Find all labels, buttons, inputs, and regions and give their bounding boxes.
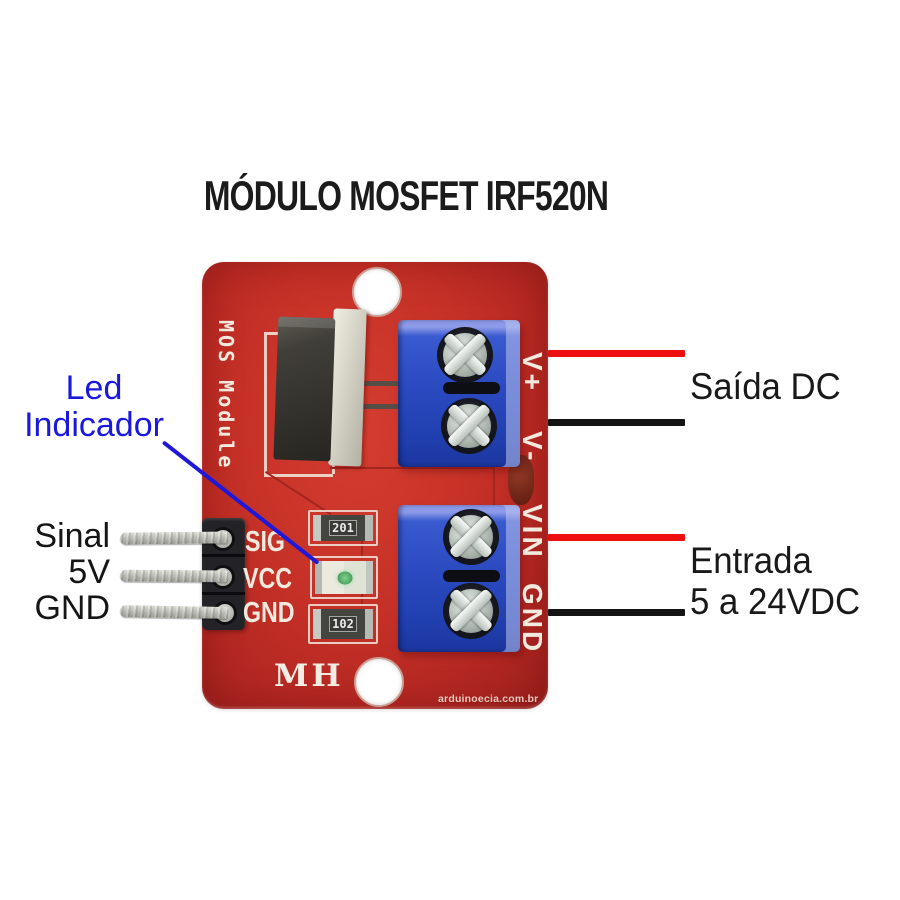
- pin-header-notch: [202, 554, 245, 557]
- resistor-body: 201: [313, 515, 373, 541]
- pin-annotation-sinal: Sinal: [34, 517, 110, 555]
- led-label-line2: Indicador: [24, 406, 164, 444]
- terminal-label-vplus: V+: [517, 352, 548, 394]
- header-pin-sinal: [119, 531, 229, 545]
- terminal-screw-gnd: [443, 583, 499, 639]
- wire-output-positive: [548, 350, 685, 357]
- screw-head: [449, 589, 493, 633]
- mosfet-lead: [360, 404, 400, 409]
- board-brand: MH: [274, 658, 344, 694]
- terminal-label-vminus: V-: [517, 430, 548, 464]
- terminal-screw-vminus: [441, 398, 497, 454]
- header-pin-5v: [119, 569, 229, 583]
- led-indicator-label: Led Indicador: [10, 370, 178, 444]
- led-label-line1: Led: [65, 369, 123, 407]
- terminal-slot: [443, 382, 500, 394]
- led-green-dot: [337, 571, 353, 584]
- watermark: arduinoecia.com.br: [438, 693, 539, 705]
- led-indicator-component: [310, 556, 378, 599]
- terminal-label-vin: VIN: [517, 504, 548, 560]
- wire-input-negative: [548, 609, 685, 616]
- terminal-slot: [443, 570, 500, 582]
- input-label: Entrada 5 a 24VDC: [690, 540, 860, 622]
- terminal-label-gnd: GND: [517, 583, 548, 655]
- mosfet-body: [273, 316, 336, 462]
- pcb-trace: [361, 541, 363, 558]
- terminal-block-output: [398, 320, 520, 467]
- pcb-trace: [264, 471, 332, 516]
- output-label: Saída DC: [690, 366, 841, 407]
- page-title: MÓDULO MOSFET IRF520N: [140, 172, 652, 220]
- mounting-hole-bottom: [354, 657, 404, 707]
- terminal-screw-vplus: [437, 327, 493, 383]
- led-body: [315, 561, 373, 594]
- resistor-body: 102: [313, 609, 373, 639]
- mosfet-irf520n: [273, 307, 367, 467]
- wire-output-negative: [548, 419, 685, 426]
- pcb-board: MOS Module V+ V- VIN GND SIG VCC GND: [202, 262, 548, 709]
- pin-annotation-5v: 5V: [68, 553, 110, 591]
- resistor-code: 102: [329, 616, 357, 632]
- input-label-line2: 5 a 24VDC: [690, 581, 861, 622]
- page-title-text: MÓDULO MOSFET IRF520N: [203, 172, 609, 219]
- resistor-top: 201: [308, 510, 378, 546]
- mosfet-lead: [360, 381, 400, 386]
- screw-head: [443, 333, 487, 377]
- header-pin-gnd: [119, 605, 229, 619]
- silk-label-vcc: VCC: [243, 563, 292, 595]
- pcb-trace: [330, 467, 495, 469]
- board-side-silkscreen: MOS Module: [214, 320, 238, 471]
- terminal-screw-vin: [443, 509, 499, 565]
- pin-header-notch: [202, 592, 245, 595]
- terminal-block-input: [398, 505, 520, 652]
- screw-head: [447, 404, 491, 448]
- input-label-line1: Entrada: [690, 540, 812, 581]
- pcb-trace: [493, 467, 495, 507]
- resistor-code: 201: [329, 520, 357, 536]
- silk-label-gnd: GND: [243, 597, 295, 629]
- resistor-bottom: 102: [308, 604, 378, 644]
- pcb-trace: [361, 594, 363, 606]
- pin-annotations: Sinal 5V GND: [14, 518, 110, 626]
- pin-annotation-gnd: GND: [34, 589, 110, 627]
- wire-input-positive: [548, 534, 685, 541]
- screw-head: [449, 515, 493, 559]
